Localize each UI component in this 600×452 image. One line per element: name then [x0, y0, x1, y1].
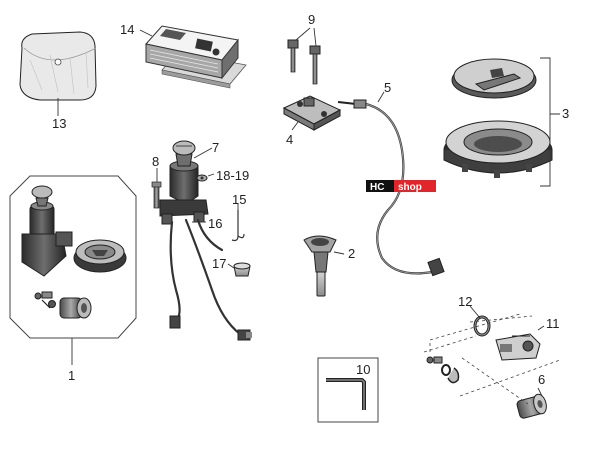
callout-10: 10: [356, 362, 370, 377]
callout-12: 12: [458, 294, 472, 309]
part-18-19-clip: [196, 174, 208, 182]
part-9-bolts: [287, 39, 321, 85]
callout-9: 9: [308, 12, 315, 27]
part-5-release-cable: [337, 99, 445, 277]
leader-6: [537, 387, 543, 397]
part-3-fuel-cap-assembly: [443, 58, 553, 178]
assembly-dashed-lines: [423, 315, 533, 405]
part-13-cover-bag: [19, 31, 97, 101]
leader-9: [295, 27, 317, 47]
part-11-lock-plate: [495, 333, 541, 361]
small-fasteners: [426, 356, 460, 384]
callout-11: 11: [546, 316, 560, 331]
part-10-allen-key-box: [317, 357, 379, 423]
callout-8: 8: [152, 154, 159, 169]
part-14-owner-manual: [145, 25, 247, 89]
part-17-grommet: [233, 262, 251, 277]
callout-15: 15: [232, 192, 246, 207]
leader-7: [193, 147, 213, 159]
callout-2: 2: [348, 246, 355, 261]
leader-5: [377, 91, 385, 103]
callout-4: 4: [286, 132, 293, 147]
watermark-shop: shop: [398, 182, 422, 193]
callout-14: 14: [120, 22, 134, 37]
leader-11: [537, 325, 545, 331]
part-7-ignition-switch: [159, 140, 209, 225]
callout-16: 16: [208, 216, 222, 231]
callout-13: 13: [52, 116, 66, 131]
callout-17: 17: [212, 256, 226, 271]
leader-18-19: [207, 173, 215, 177]
leader-3-bracket: [540, 57, 560, 187]
part-8-screw: [151, 181, 162, 209]
part-12-washer: [473, 315, 491, 337]
leader-4: [291, 121, 299, 131]
callout-18-19: 18-19: [216, 168, 249, 183]
leader-12: [469, 305, 481, 319]
leader-2: [333, 251, 345, 255]
part-4-bracket: [282, 95, 342, 131]
callout-5: 5: [384, 80, 391, 95]
hc-shop-watermark: HC shop: [366, 180, 436, 193]
callout-3: 3: [562, 106, 569, 121]
part-7-wiring-harness: [169, 218, 252, 341]
callout-1: 1: [68, 368, 75, 383]
watermark-hc: HC: [370, 182, 384, 193]
assembly-frame-lines: [429, 313, 561, 397]
leader-17: [227, 263, 235, 269]
part-2-key: [303, 235, 337, 297]
leader-14: [139, 29, 153, 37]
callout-7: 7: [212, 140, 219, 155]
part-15-wire-spring: [231, 210, 245, 242]
part-1-lock-set-kit: [9, 175, 137, 339]
part-6-lock-cylinder: [516, 393, 547, 419]
callout-6: 6: [538, 372, 545, 387]
